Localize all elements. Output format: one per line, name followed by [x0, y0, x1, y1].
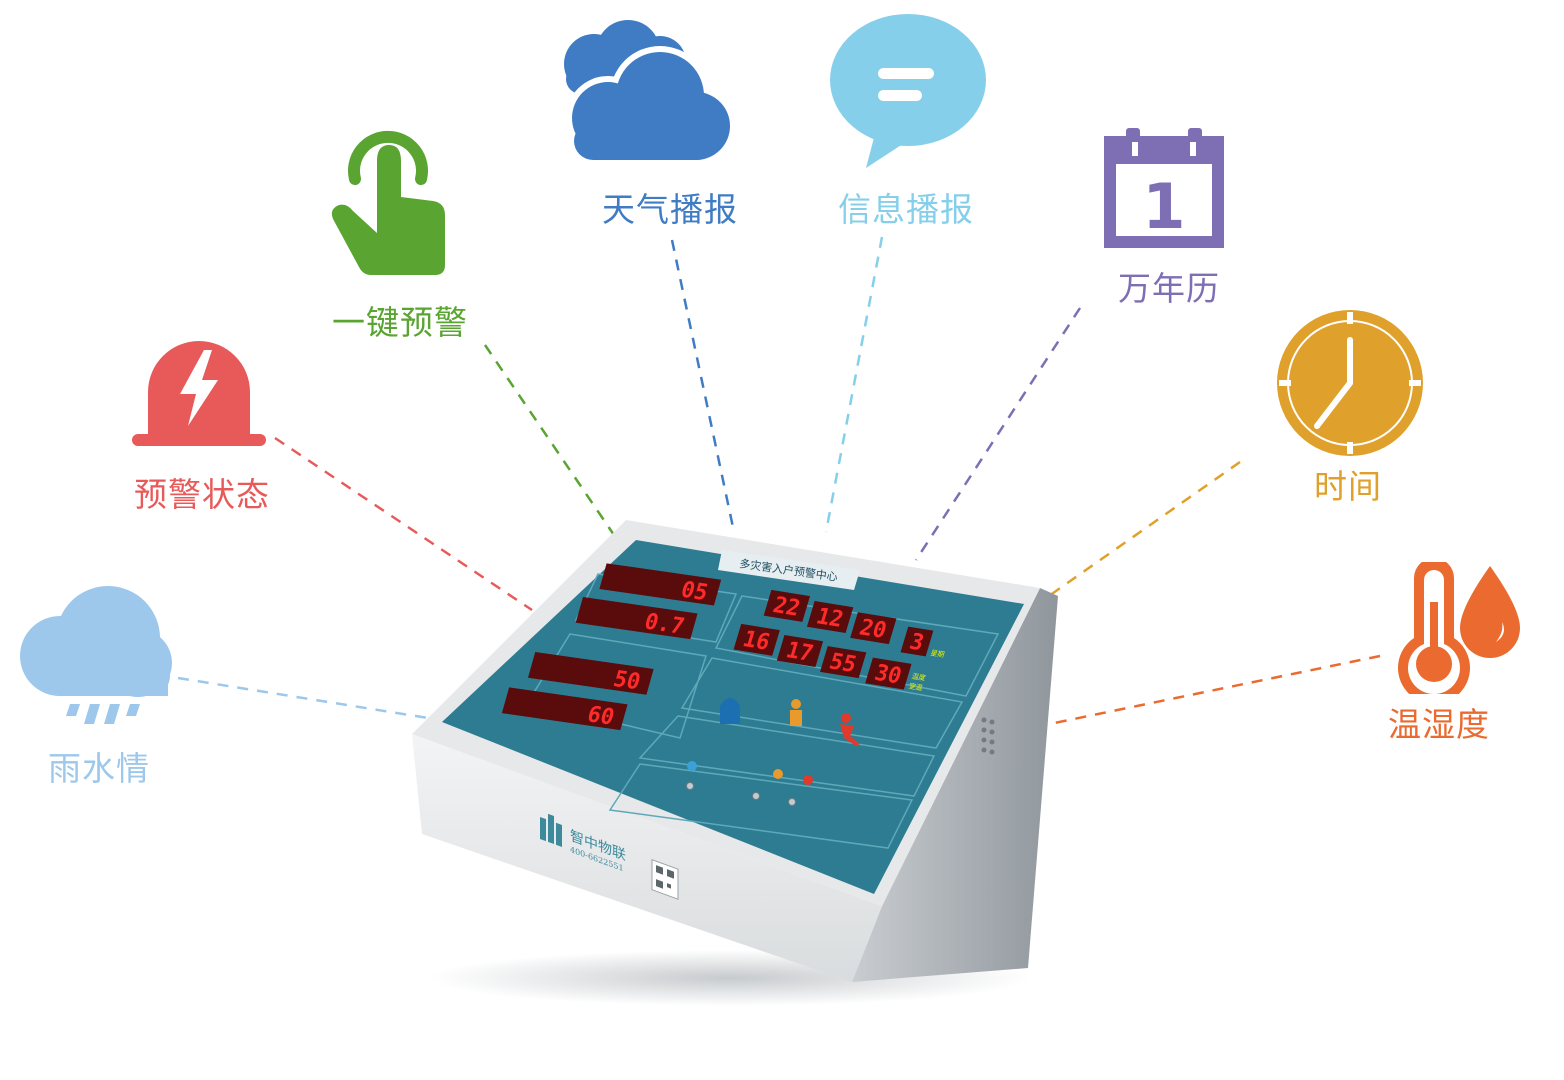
connector-temp: [1029, 654, 1381, 730]
thermometer-drop-icon: [1398, 562, 1520, 694]
readout-left-top-box: [599, 563, 722, 606]
weekday-unit: 星期: [930, 648, 946, 659]
readout-left-fourth-box: [501, 687, 628, 731]
connector-time: [1045, 460, 1241, 600]
connector-one-key-alert: [483, 344, 616, 536]
speech-bubble-icon: [830, 14, 986, 168]
feature-label-weather-broadcast: 天气播报: [602, 190, 738, 229]
readout-left-second-box: [575, 597, 698, 640]
rain-cloud-icon: [20, 586, 172, 724]
feature-label-calendar: 万年历: [1118, 269, 1220, 308]
connector-weather: [670, 239, 736, 533]
connector-info: [824, 236, 884, 533]
alarm-light-icon: [132, 341, 266, 446]
feature-label-rain: 雨水情: [48, 749, 150, 788]
speaker-grille: [981, 717, 995, 755]
humidity-unit: 室温: [908, 681, 924, 692]
feature-label-one-key-alert: 一键预警: [332, 303, 468, 342]
panel-title-plate: [718, 550, 860, 590]
connector-calendar: [914, 307, 1082, 561]
panel-person-icons: [686, 698, 860, 806]
temp-unit: 温度: [911, 671, 927, 682]
clock-icon: [1277, 310, 1423, 456]
feature-label-info-broadcast: 信息播报: [838, 190, 974, 229]
calendar-icon: 1: [1104, 128, 1224, 248]
device-front: [412, 734, 882, 982]
device-side: [852, 588, 1058, 982]
feature-label-time: 时间: [1314, 467, 1382, 506]
calendar-day: 1: [1142, 170, 1185, 243]
hand-tap-icon: [331, 130, 445, 275]
warning-device: 多灾害入户预警中心 05 0.7 50 60 22 12: [412, 520, 1058, 1006]
cloud-icon: [564, 20, 730, 164]
readout-left-second: 0.7: [642, 609, 688, 640]
feature-label-temp-humidity: 温湿度: [1388, 705, 1490, 744]
brand-logo-icon: [540, 816, 546, 842]
connector-rain: [177, 676, 429, 720]
readout-left-third-box: [527, 651, 654, 695]
feature-label-warning-status: 预警状态: [134, 475, 270, 514]
